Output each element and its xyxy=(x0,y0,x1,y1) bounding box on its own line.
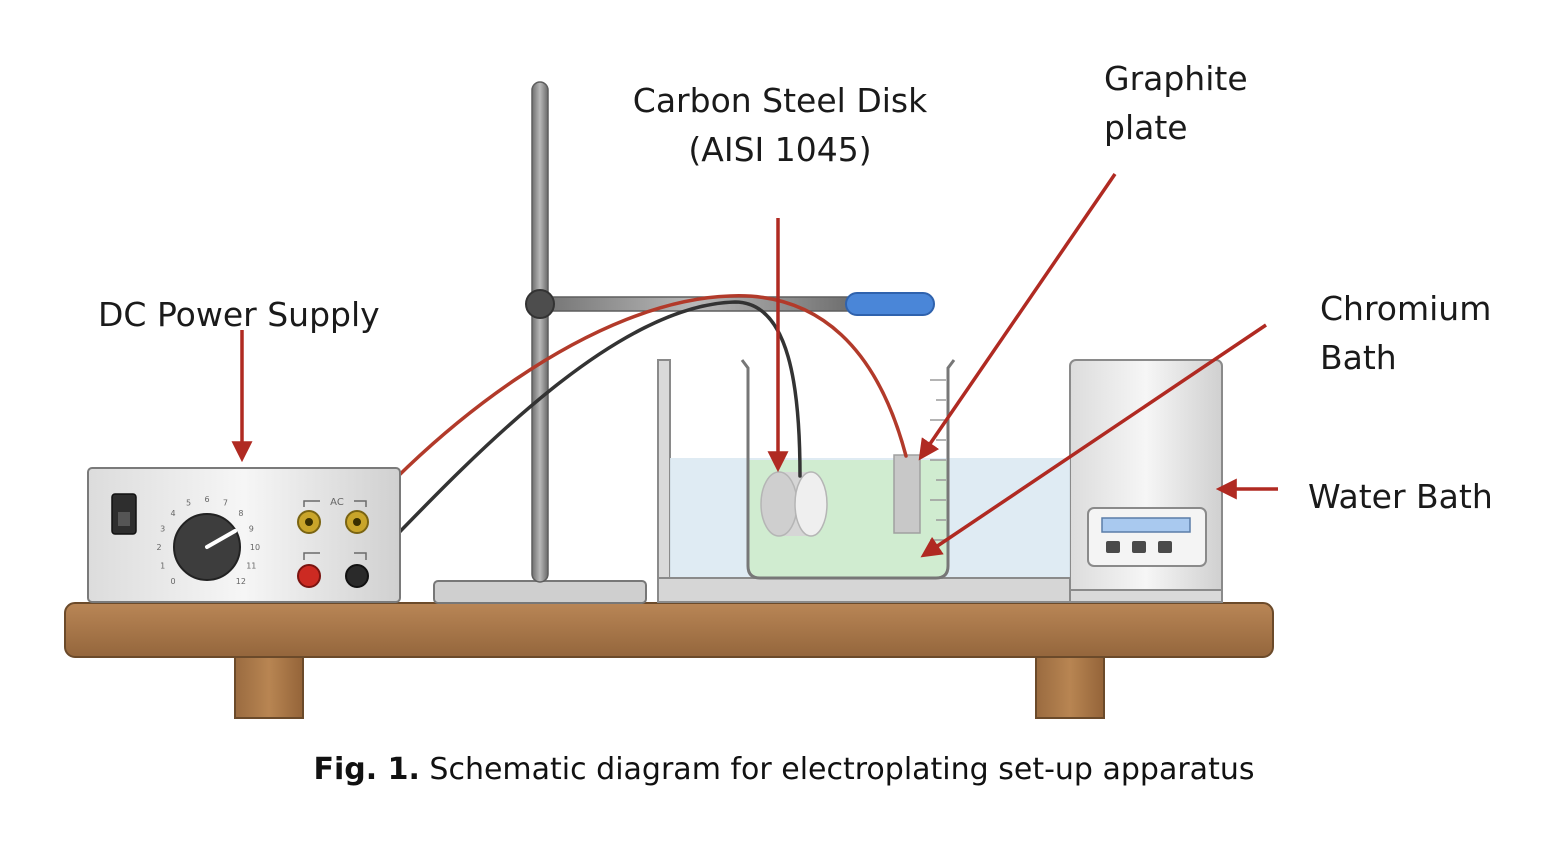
dc-terminal-negative xyxy=(345,564,369,588)
water-bath-button xyxy=(1106,541,1120,553)
dial-number: 3 xyxy=(160,525,165,534)
ac-label: AC xyxy=(330,497,344,508)
label-dc-power-supply: DC Power Supply xyxy=(98,295,380,334)
stand-rod xyxy=(531,81,549,583)
caption-text: Schematic diagram for electroplating set… xyxy=(419,752,1255,787)
stand-base xyxy=(433,580,647,604)
dial-number: 11 xyxy=(246,561,256,570)
carbon-steel-disk xyxy=(760,471,828,537)
bench-leg-right xyxy=(1035,651,1105,719)
figure-caption: Fig. 1. Schematic diagram for electropla… xyxy=(0,752,1568,787)
red-wire xyxy=(307,294,908,578)
dial-number: 2 xyxy=(156,543,161,552)
arrow-graphite-plate xyxy=(918,173,1117,461)
dial-number: 8 xyxy=(238,509,243,518)
dial-number: 5 xyxy=(186,499,191,508)
water-bath-panel xyxy=(1087,507,1207,567)
dc-terminal-positive xyxy=(297,564,321,588)
label-graphite-plate: Graphite plate xyxy=(1104,59,1248,147)
ac-bracket xyxy=(303,500,367,560)
water-bath-button xyxy=(1132,541,1146,553)
dial-number: 4 xyxy=(171,509,176,518)
label-chromium-bath: Chromium Bath xyxy=(1320,289,1492,377)
bench-top xyxy=(64,602,1274,658)
label-water-bath: Water Bath xyxy=(1308,477,1493,516)
dial-number: 10 xyxy=(250,543,260,552)
black-wire xyxy=(355,300,802,578)
graphite-plate xyxy=(893,454,921,534)
water-bath-floor xyxy=(657,577,1071,603)
label-carbon-steel-disk: Carbon Steel Disk (AISI 1045) xyxy=(632,81,928,169)
dial-number: 9 xyxy=(249,525,254,534)
bench-leg-left xyxy=(234,651,304,719)
dial-number: 6 xyxy=(204,495,209,504)
caption-prefix: Fig. 1. xyxy=(313,752,420,787)
water-bath-display xyxy=(1101,517,1191,533)
clamp-knob xyxy=(525,289,555,319)
water-bath-button xyxy=(1158,541,1172,553)
dial-number: 12 xyxy=(236,577,246,586)
dial-number: 0 xyxy=(171,577,176,586)
dial-number: 7 xyxy=(223,499,228,508)
clamp-handle xyxy=(845,292,935,316)
arrow-chromium-bath xyxy=(920,323,1267,558)
beaker xyxy=(740,359,956,580)
dial-number: 1 xyxy=(160,561,165,570)
